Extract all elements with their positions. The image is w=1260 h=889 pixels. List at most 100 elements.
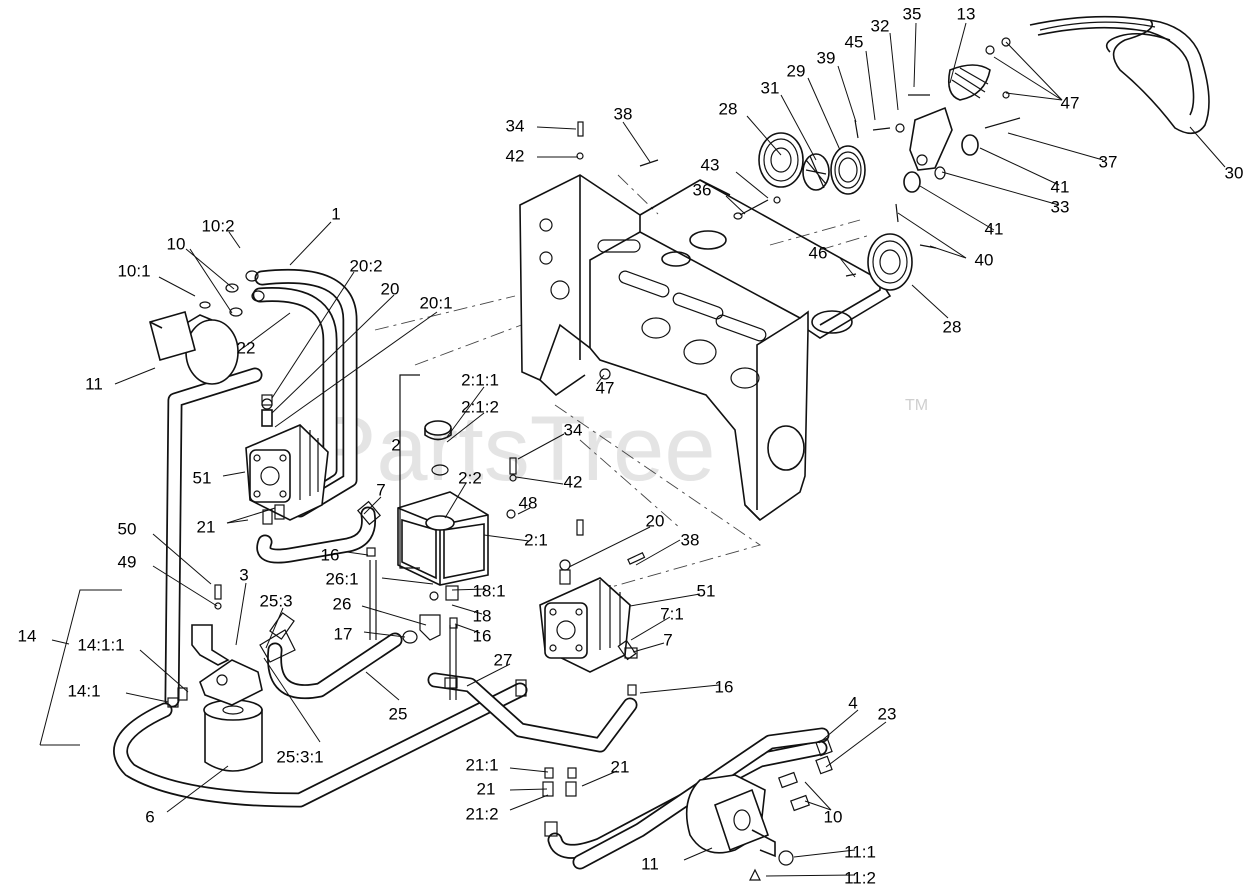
leader-line	[446, 412, 485, 443]
leader-line	[1189, 126, 1226, 168]
leader-line	[483, 534, 530, 542]
leader-line	[222, 471, 246, 477]
part-label: 10:1	[117, 261, 150, 280]
leader-line	[725, 195, 746, 215]
leader-line	[235, 582, 247, 646]
hydraulic-reservoir	[397, 374, 517, 586]
part-label: 36	[693, 180, 712, 199]
part-label: 42	[506, 146, 525, 165]
leader-line	[889, 32, 899, 111]
leader-line	[818, 709, 859, 744]
leader-line	[536, 126, 577, 130]
leader-line	[911, 284, 949, 319]
leader-line	[568, 526, 651, 568]
leader-line	[189, 248, 233, 314]
part-label: 25:3:1	[276, 747, 323, 766]
drive-belt	[1029, 15, 1210, 135]
leader-line	[114, 367, 156, 385]
leader-line	[632, 642, 665, 653]
part-label: 16	[473, 626, 492, 645]
watermark-text: PartsTree	[315, 398, 715, 500]
part-label: 2:2	[458, 468, 482, 487]
leader-line	[444, 482, 467, 519]
leader-line	[139, 649, 189, 693]
part-label: 26	[333, 594, 352, 613]
part-label: 35	[903, 4, 922, 23]
leader-line	[446, 386, 485, 438]
part-label: 51	[697, 581, 716, 600]
part-label: 7	[663, 630, 672, 649]
leader-line	[271, 294, 395, 414]
part-label: 7:1	[660, 604, 684, 623]
part-label: 34	[506, 116, 525, 135]
leader-line	[780, 94, 817, 161]
leader-line	[361, 605, 427, 626]
leader-line	[804, 800, 832, 811]
leader-line	[363, 631, 406, 638]
leader-line	[1005, 92, 1063, 101]
leader-line	[622, 121, 651, 163]
leader-line	[274, 311, 438, 428]
part-label: 16	[715, 677, 734, 696]
part-label: 38	[681, 530, 700, 549]
part-label: 43	[701, 155, 720, 174]
part-label: 28	[943, 317, 962, 336]
part-label: 27	[494, 650, 513, 669]
part-label: 21	[611, 757, 630, 776]
part-label: 11:2	[844, 868, 876, 887]
part-label: 11:1	[844, 842, 876, 861]
part-label: 4	[848, 693, 857, 712]
leader-line	[365, 671, 400, 701]
leader-line	[993, 56, 1063, 101]
leader-line	[152, 533, 212, 585]
assembly-dash-lines	[374, 174, 871, 601]
part-label: 50	[118, 519, 137, 538]
leader-line	[517, 507, 531, 515]
part-label: 2:1:2	[461, 397, 499, 416]
part-label: 18:1	[472, 581, 505, 600]
watermark-trademark: TM	[905, 397, 928, 414]
leader-line	[265, 607, 284, 649]
leader-line	[897, 212, 967, 259]
leader-line	[746, 115, 782, 156]
part-label: 31	[761, 78, 780, 97]
part-label: 20	[646, 511, 665, 530]
leader-line	[185, 248, 235, 290]
part-label: 16	[321, 545, 340, 564]
oil-filter	[167, 584, 296, 772]
part-label: 49	[118, 552, 137, 571]
part-label: 38	[614, 104, 633, 123]
leader-line	[509, 788, 548, 791]
part-label: 32	[871, 16, 890, 35]
part-label: 2	[391, 435, 400, 454]
main-frame	[519, 174, 892, 522]
part-label: 48	[519, 493, 538, 512]
part-label: 29	[787, 61, 806, 80]
part-label: 33	[1051, 197, 1070, 216]
part-label: 6	[145, 807, 154, 826]
leader-line	[517, 433, 565, 460]
leader-line	[158, 276, 196, 297]
part-label: 25	[389, 704, 408, 723]
leader-line	[839, 257, 856, 278]
part-label: 18	[473, 606, 492, 625]
part-label: 20:1	[419, 293, 452, 312]
part-label: 20	[381, 279, 400, 298]
part-label: 23	[878, 704, 897, 723]
part-label: 41	[1051, 177, 1070, 196]
leader-line	[242, 312, 291, 349]
leader-line	[454, 623, 481, 634]
part-label: 2:1	[524, 530, 548, 549]
leader-line	[166, 765, 229, 813]
part-label: 21	[197, 517, 216, 536]
part-label: 14	[18, 626, 37, 645]
part-label: 7	[376, 480, 385, 499]
leader-line	[804, 781, 832, 811]
part-label: 34	[564, 420, 583, 439]
leader-line	[228, 231, 241, 249]
leader-line	[226, 519, 249, 524]
leader-line	[919, 185, 995, 231]
hydraulic-pump-left	[245, 394, 329, 525]
